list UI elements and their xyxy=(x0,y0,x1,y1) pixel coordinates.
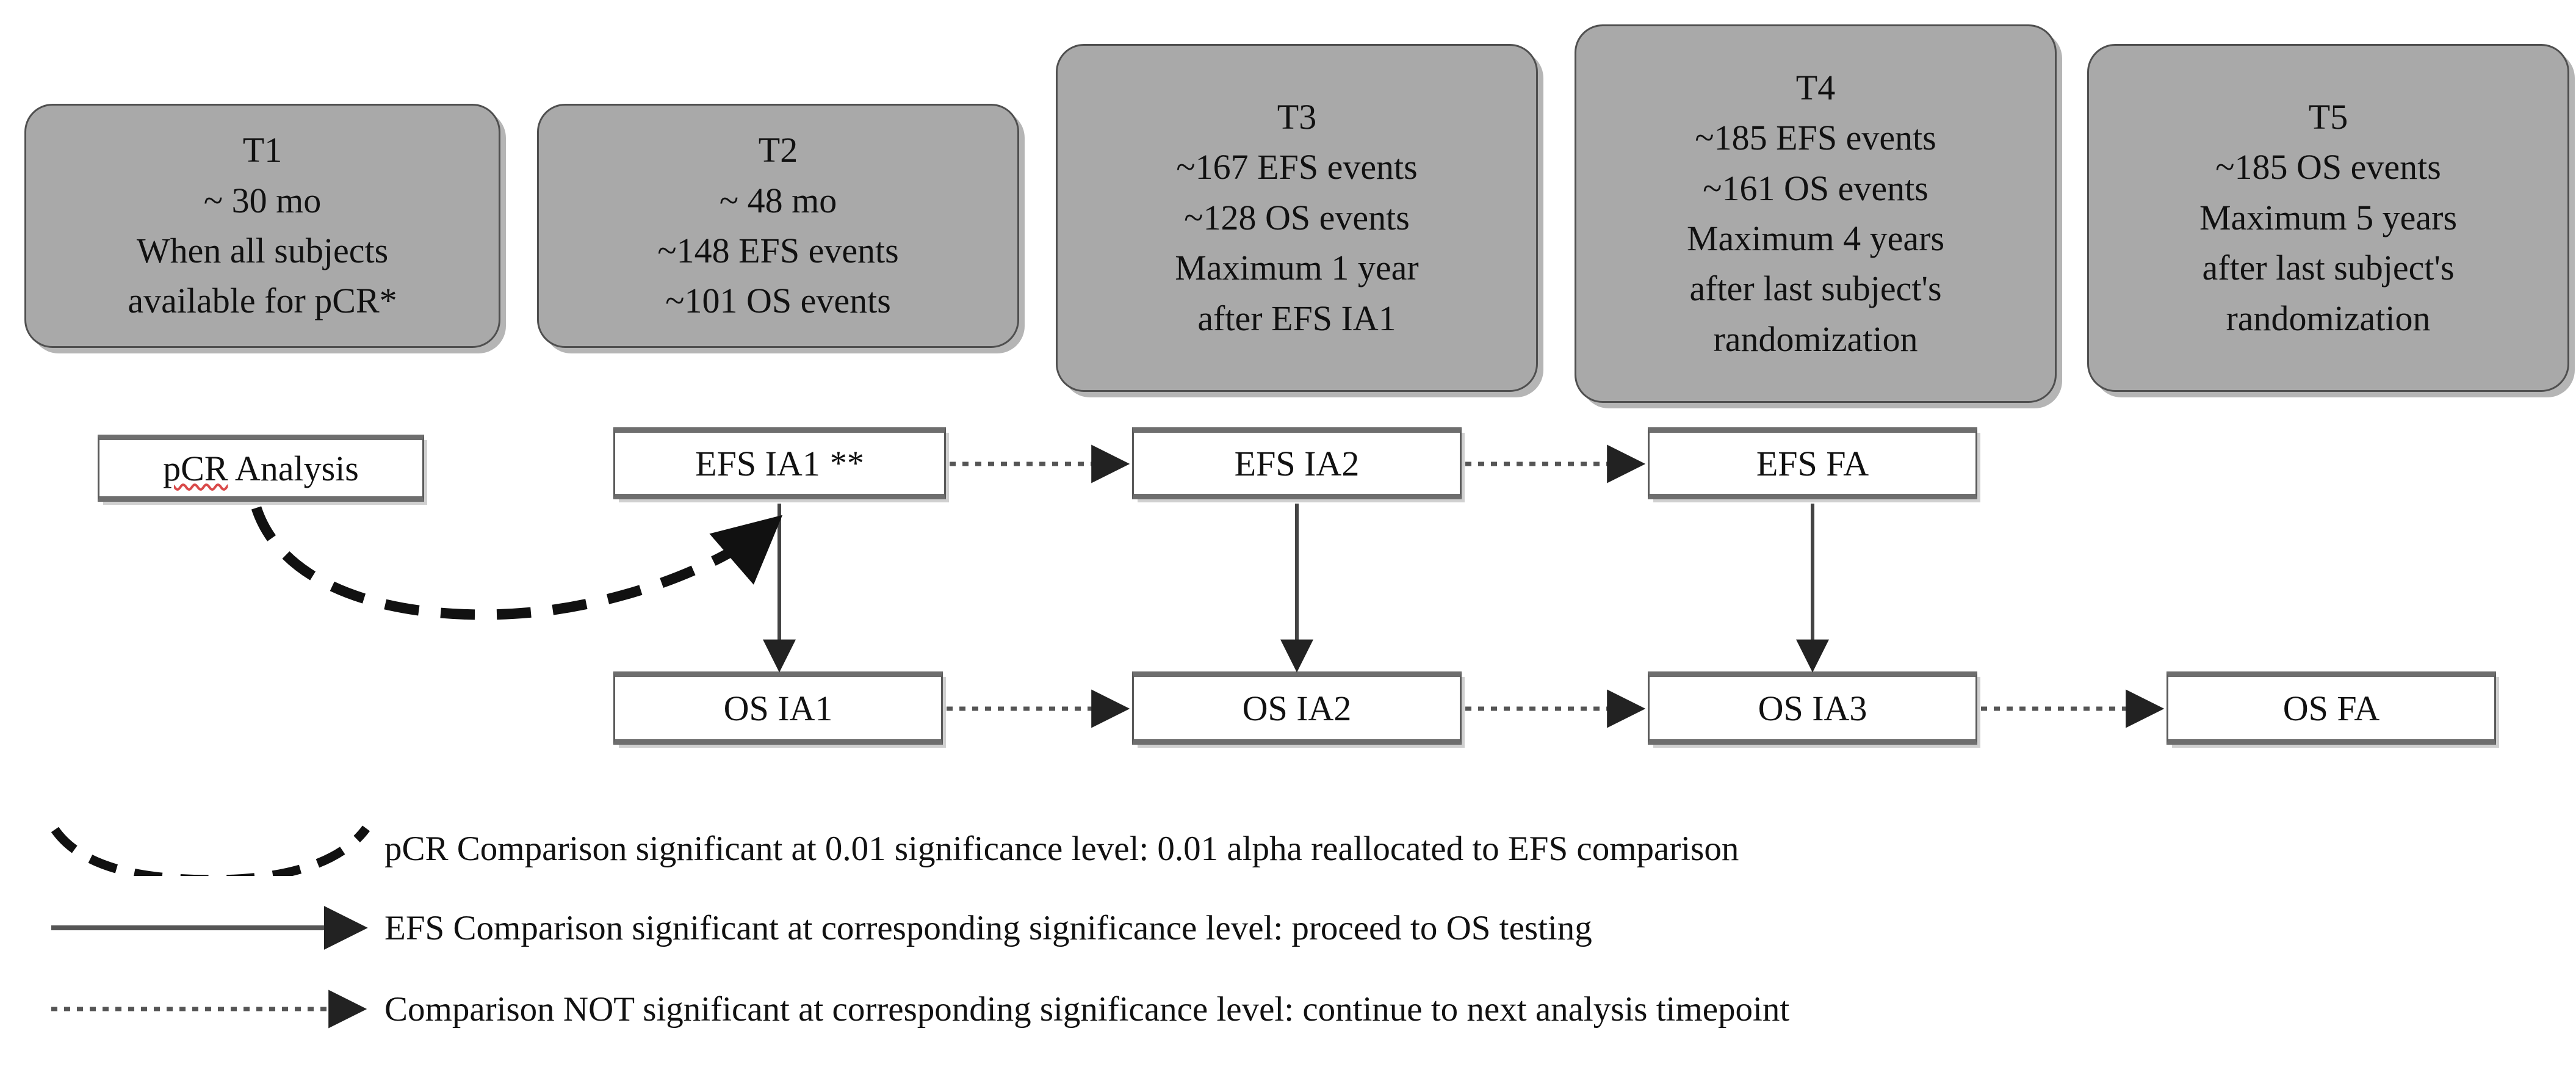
pcr-analysis-label-rest: Analysis xyxy=(228,448,359,488)
analysis-box-os-ia3[interactable]: OS IA3 xyxy=(1648,671,1977,745)
timepoint-t4-line-0: T4 xyxy=(1795,67,1836,107)
legend-row-efs: EFS Comparison significant at correspond… xyxy=(43,900,1592,955)
timepoint-t1-line-0: T1 xyxy=(242,130,283,170)
analysis-box-efs-fa[interactable]: EFS FA xyxy=(1648,427,1977,499)
timepoint-t3-line-4: after EFS IA1 xyxy=(1197,298,1396,338)
timepoint-box-t1: T1 ~ 30 mo When all subjects available f… xyxy=(24,104,500,348)
timepoint-box-t5: T5 ~185 OS events Maximum 5 years after … xyxy=(2087,44,2569,392)
efs-fa-label: EFS FA xyxy=(1756,443,1869,483)
analysis-box-efs-ia2[interactable]: EFS IA2 xyxy=(1132,427,1462,499)
timepoint-t3-line-3: Maximum 1 year xyxy=(1175,248,1419,288)
pcr-analysis-label: pCR Analysis xyxy=(163,448,359,489)
timepoint-t5-line-2: Maximum 5 years xyxy=(2199,197,2458,237)
timepoint-t4-line-4: after last subject's xyxy=(1689,269,1942,309)
timepoint-box-t2: T2 ~ 48 mo ~148 EFS events ~101 OS event… xyxy=(537,104,1019,348)
timepoint-box-t3: T3 ~167 EFS events ~128 OS events Maximu… xyxy=(1056,44,1538,392)
timepoint-t2-line-0: T2 xyxy=(758,130,798,170)
timepoint-t4-line-1: ~185 EFS events xyxy=(1695,118,1936,158)
legend-row-pcr: pCR Comparison significant at 0.01 signi… xyxy=(43,821,1739,876)
analysis-box-efs-ia1[interactable]: EFS IA1 ** xyxy=(613,427,946,499)
legend-marker-dotted-arrow-icon xyxy=(43,982,384,1036)
efs-ia1-label: EFS IA1 xyxy=(695,443,820,483)
timepoint-t4-line-2: ~161 OS events xyxy=(1703,168,1928,208)
timepoint-t3-line-0: T3 xyxy=(1277,97,1317,137)
timepoint-t2-line-1: ~ 48 mo xyxy=(719,180,837,220)
analysis-box-os-fa[interactable]: OS FA xyxy=(2167,671,2496,745)
os-ia2-label: OS IA2 xyxy=(1242,688,1352,728)
timepoint-t4-line-3: Maximum 4 years xyxy=(1686,219,1945,258)
timepoint-t5-line-1: ~185 OS events xyxy=(2215,147,2441,187)
legend-text-efs: EFS Comparison significant at correspond… xyxy=(384,908,1592,947)
efs-ia1-footnote-marker: ** xyxy=(829,444,864,482)
analysis-box-pcr-analysis[interactable]: pCR Analysis xyxy=(98,435,424,502)
timepoint-t1-line-1: ~ 30 mo xyxy=(203,180,322,220)
legend-row-not-significant: Comparison NOT significant at correspond… xyxy=(43,982,1789,1036)
pcr-analysis-spellcheck-word: pCR xyxy=(163,448,228,488)
analysis-box-os-ia1[interactable]: OS IA1 xyxy=(613,671,943,745)
timepoint-t2-line-2: ~148 EFS events xyxy=(657,231,899,270)
legend-text-pcr: pCR Comparison significant at 0.01 signi… xyxy=(384,829,1739,868)
timepoint-t2-line-3: ~101 OS events xyxy=(665,281,891,321)
legend-marker-solid-arrow-icon xyxy=(43,900,384,955)
legend-marker-dashed-curve-icon xyxy=(43,821,384,876)
timepoint-t4-line-5: randomization xyxy=(1713,319,1918,359)
timepoint-t5-line-4: randomization xyxy=(2226,298,2431,338)
efs-ia2-label: EFS IA2 xyxy=(1234,443,1360,483)
timepoint-t1-line-2: When all subjects xyxy=(136,231,389,270)
timepoint-t5-line-0: T5 xyxy=(2308,97,2348,137)
timepoint-box-t4: T4 ~185 EFS events ~161 OS events Maximu… xyxy=(1575,24,2057,403)
os-ia1-label: OS IA1 xyxy=(723,688,833,728)
timepoint-t5-line-3: after last subject's xyxy=(2202,248,2455,288)
timepoint-t3-line-2: ~128 OS events xyxy=(1184,197,1410,237)
connector-pcr-to-efs-ia1-dashed xyxy=(251,506,783,620)
timepoint-t3-line-1: ~167 EFS events xyxy=(1176,147,1418,187)
timepoint-t1-line-3: available for pCR* xyxy=(128,281,397,321)
os-ia3-label: OS IA3 xyxy=(1758,688,1867,728)
analysis-box-os-ia2[interactable]: OS IA2 xyxy=(1132,671,1462,745)
legend-text-not-significant: Comparison NOT significant at correspond… xyxy=(384,989,1790,1029)
os-fa-label: OS FA xyxy=(2282,688,2380,728)
